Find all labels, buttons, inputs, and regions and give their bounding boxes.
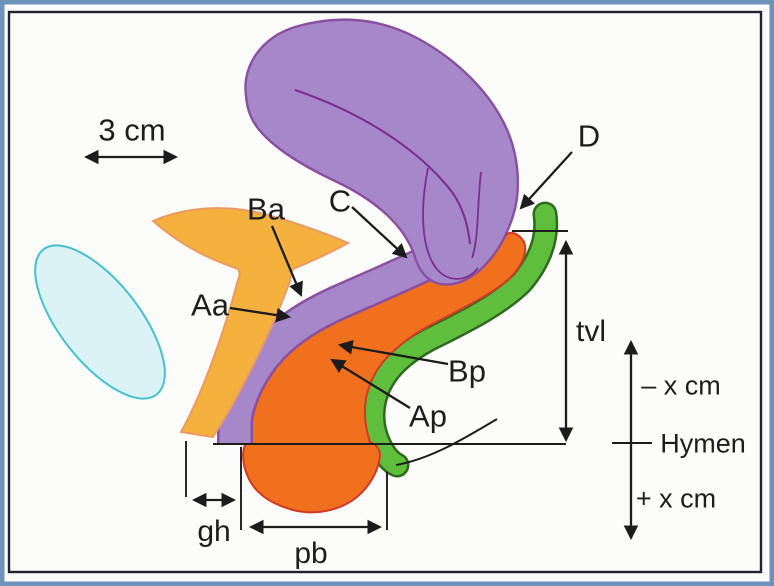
cervix-lobe-line-1 xyxy=(422,167,479,280)
uterus-shape xyxy=(244,18,520,286)
label-ap: Ap xyxy=(409,398,447,434)
aa-arrow xyxy=(229,306,292,323)
ap-arrow xyxy=(330,358,411,409)
label-aa: Aa xyxy=(191,287,229,323)
ba-arrow xyxy=(270,225,303,297)
green-band xyxy=(360,201,559,478)
label-plus-x-cm: + x cm xyxy=(635,483,717,514)
pubic-symphysis-shape xyxy=(151,207,351,439)
uterine-cavity-line xyxy=(294,89,471,245)
label-pb: pb xyxy=(294,537,328,570)
d-arrow xyxy=(519,151,573,210)
label-ba: Ba xyxy=(247,191,285,227)
label-gh: gh xyxy=(197,515,231,548)
scale-bar-label: 3 cm xyxy=(98,112,166,148)
cervix-lobe-line-2 xyxy=(471,171,482,259)
inner-frame-border xyxy=(7,10,763,574)
label-bp: Bp xyxy=(448,353,486,389)
perineum-contour-line xyxy=(395,418,498,466)
label-d: D xyxy=(577,118,601,154)
bp-arrow xyxy=(337,339,449,366)
ellipse-shape xyxy=(34,244,166,400)
arrows xyxy=(83,149,639,541)
label-c: C xyxy=(328,183,352,219)
label-minus-x-cm: – x cm xyxy=(641,370,721,401)
c-arrow xyxy=(351,206,408,259)
label-hymen: Hymen xyxy=(660,428,746,459)
label-tvl: tvl xyxy=(576,315,606,348)
